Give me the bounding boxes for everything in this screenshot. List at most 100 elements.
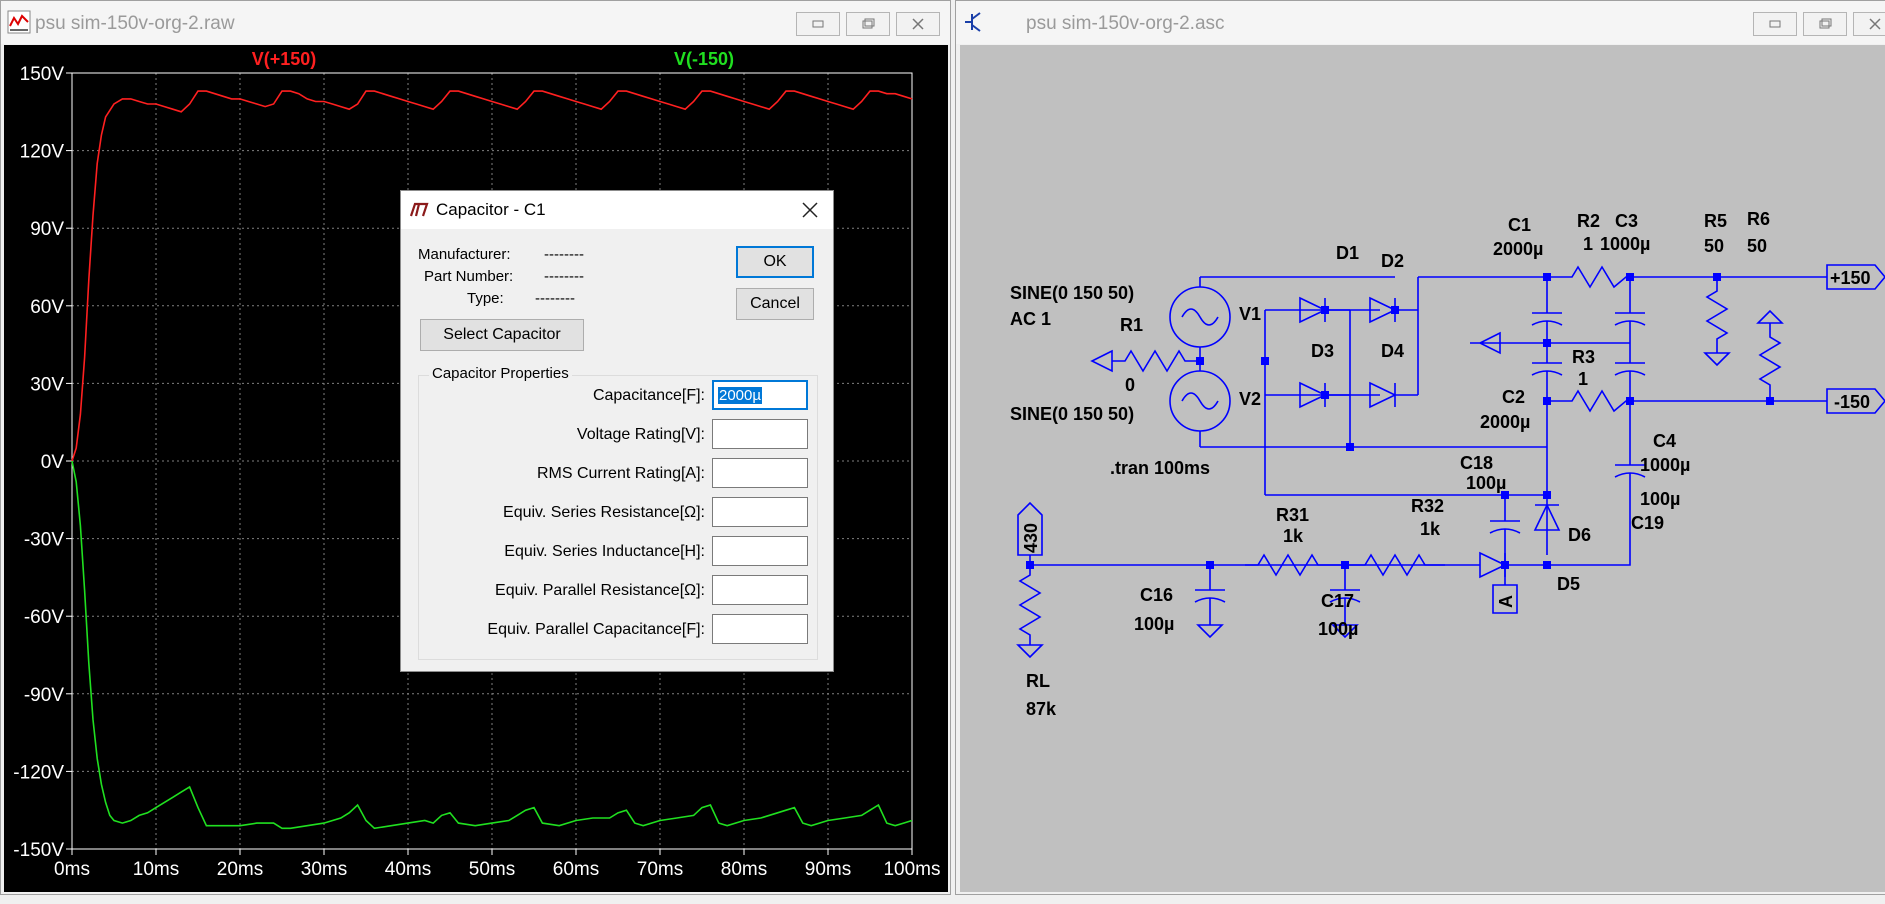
label-r6-val: 50 <box>1747 236 1767 256</box>
d5-diode <box>1445 551 1547 579</box>
label-c17: C17 <box>1321 591 1354 611</box>
label-c1: C1 <box>1508 215 1531 235</box>
schematic-titlebar[interactable]: psu sim-150v-org-2.asc <box>956 1 1885 44</box>
y-tick-label: -30V <box>24 530 64 551</box>
label-r1: R1 <box>1120 315 1143 335</box>
label-r5: R5 <box>1704 211 1727 231</box>
label-r6: R6 <box>1747 209 1770 229</box>
c4-capacitor <box>1614 343 1646 401</box>
dialog-titlebar[interactable]: Capacitor - C1 <box>401 191 833 229</box>
dialog-title: Capacitor - C1 <box>436 200 546 219</box>
x-tick-label: 0ms <box>54 859 90 880</box>
label-r2: R2 <box>1577 211 1600 231</box>
x-tick-label: 90ms <box>805 859 851 880</box>
label-v1-src: SINE(0 150 50) <box>1010 283 1134 303</box>
part-number-label: Part Number: <box>424 268 514 285</box>
minimize-icon <box>812 20 824 28</box>
c2-capacitor <box>1531 343 1563 401</box>
r3-resistor <box>1547 389 1630 413</box>
y-tick-label: 30V <box>30 374 64 395</box>
label-c3: C3 <box>1615 211 1638 231</box>
capacitor-dialog: Capacitor - C1 Manufacturer: -------- Pa… <box>400 190 834 672</box>
label-c19: C19 <box>1631 513 1664 533</box>
y-tick-label: -60V <box>24 607 64 628</box>
esl-label: Equiv. Series Inductance[H]: <box>504 543 705 560</box>
minimize-button[interactable] <box>796 12 840 36</box>
c18-capacitor <box>1489 495 1521 565</box>
waveform-titlebar[interactable]: psu sim-150v-org-2.raw <box>1 1 950 44</box>
label-d2: D2 <box>1381 251 1404 271</box>
label-d4: D4 <box>1381 341 1404 361</box>
label-r32-val: 1k <box>1420 519 1441 539</box>
label-r31: R31 <box>1276 505 1309 525</box>
net-flag-plus150 <box>1826 264 1885 290</box>
label-c1-val: 2000µ <box>1493 239 1543 259</box>
label-rl-val: 87k <box>1026 699 1057 719</box>
y-tick-label: 60V <box>30 297 64 318</box>
epr-field[interactable] <box>712 575 808 605</box>
ok-button[interactable]: OK <box>736 246 814 278</box>
esr-label: Equiv. Series Resistance[Ω]: <box>503 504 705 521</box>
schematic-app-icon <box>965 12 981 32</box>
x-tick-label: 80ms <box>721 859 767 880</box>
label-d5: D5 <box>1557 574 1580 594</box>
label-c4: C4 <box>1653 431 1676 451</box>
restore-icon <box>1819 18 1832 29</box>
c16-capacitor <box>1194 565 1226 639</box>
epc-field[interactable] <box>712 614 808 644</box>
label-c2: C2 <box>1502 387 1525 407</box>
label-v1: V1 <box>1239 304 1261 324</box>
d6-diode <box>1533 503 1561 531</box>
r6-resistor <box>1756 309 1784 401</box>
label-c17-val: 100µ <box>1318 619 1358 639</box>
label-c3-val: 1000µ <box>1600 234 1650 254</box>
rms-current-field[interactable] <box>712 458 808 488</box>
ltspice-icon <box>409 202 429 217</box>
label-r5-val: 50 <box>1704 236 1724 256</box>
close-icon[interactable] <box>799 199 821 221</box>
x-tick-label: 70ms <box>637 859 683 880</box>
y-tick-label: 0V <box>41 452 65 473</box>
capacitor-properties-group: Capacitor Properties <box>418 365 818 660</box>
label-c16-val: 100µ <box>1134 614 1174 634</box>
label-c2-val: 2000µ <box>1480 412 1530 432</box>
y-tick-label: -120V <box>13 762 64 783</box>
schematic-drawing[interactable]: C1 2000µ R2 1 C3 1000µ R5 50 R6 50 D1 D2… <box>960 45 1885 892</box>
type-label: Type: <box>467 290 504 307</box>
voltage-rating-label: Voltage Rating[V]: <box>576 426 705 443</box>
capacitance-value[interactable]: 2000µ <box>718 387 763 404</box>
label-r32: R32 <box>1411 496 1444 516</box>
manufacturer-label: Manufacturer: <box>418 246 511 263</box>
c3-capacitor <box>1614 277 1646 343</box>
rl-resistor <box>1016 565 1044 659</box>
group-title: Capacitor Properties <box>429 365 572 382</box>
label-r31-val: 1k <box>1283 526 1304 546</box>
schematic-canvas[interactable]: C1 2000µ R2 1 C3 1000µ R5 50 R6 50 D1 D2… <box>960 45 1885 892</box>
maximize-button[interactable] <box>846 12 890 36</box>
esr-field[interactable] <box>712 497 808 527</box>
net-label-minus150: -150 <box>1834 392 1870 412</box>
r1-resistor <box>1112 349 1200 373</box>
voltage-rating-field[interactable] <box>712 419 808 449</box>
r2-resistor <box>1547 265 1630 289</box>
capacitance-field[interactable]: 2000µ <box>712 380 808 410</box>
label-c19-val: 100µ <box>1640 489 1680 509</box>
net-label-plus150: +150 <box>1830 268 1871 288</box>
label-r1-val: 0 <box>1125 375 1135 395</box>
minimize-button[interactable] <box>1753 12 1797 36</box>
restore-icon <box>862 18 875 29</box>
cancel-button[interactable]: Cancel <box>736 288 814 320</box>
label-v2: V2 <box>1239 389 1261 409</box>
esl-field[interactable] <box>712 536 808 566</box>
rms-current-label: RMS Current Rating[A]: <box>536 465 705 482</box>
label-r3-val: 1 <box>1578 369 1588 389</box>
label-v1-ac: AC 1 <box>1010 309 1051 329</box>
label-v2-src: SINE(0 150 50) <box>1010 404 1134 424</box>
c1-capacitor <box>1531 277 1563 343</box>
epc-label: Equiv. Parallel Capacitance[F]: <box>487 621 705 638</box>
schematic-window: psu sim-150v-org-2.asc <box>955 0 1885 895</box>
close-button[interactable] <box>1853 12 1885 36</box>
maximize-button[interactable] <box>1803 12 1847 36</box>
close-button[interactable] <box>896 12 940 36</box>
select-capacitor-button[interactable]: Select Capacitor <box>420 319 584 351</box>
